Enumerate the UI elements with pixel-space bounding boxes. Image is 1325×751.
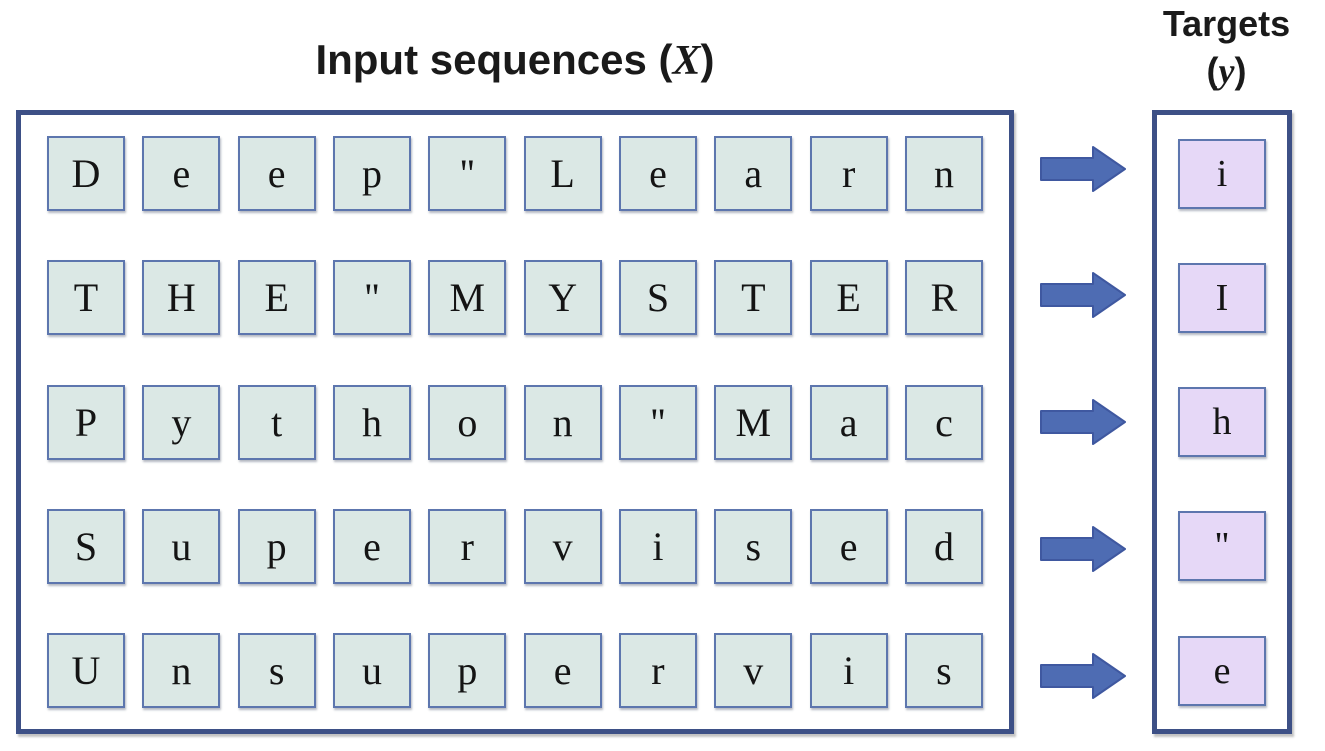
input-char-cell: h	[332, 384, 411, 460]
input-char-cell: c	[904, 384, 983, 460]
target-char-cell: i	[1178, 138, 1266, 209]
input-char-cell: R	[904, 260, 983, 336]
input-char-cell: y	[142, 384, 221, 460]
input-char-cell: P	[47, 384, 125, 460]
input-char-cell: e	[332, 508, 411, 584]
arrow-slot	[1014, 385, 1152, 460]
input-char-cell: E	[237, 260, 316, 336]
target-char-cell: e	[1178, 635, 1266, 706]
input-char-cell: n	[142, 633, 221, 708]
arrow-slot	[1014, 131, 1152, 206]
input-char-cell: u	[142, 508, 221, 584]
input-char-cell: S	[618, 260, 697, 336]
input-title-prefix: Input sequences (	[315, 36, 673, 83]
input-char-cell: t	[237, 384, 316, 460]
arrows-column	[1014, 110, 1152, 734]
right-arrow-icon	[1040, 399, 1126, 445]
input-char-cell: s	[237, 633, 316, 708]
targets-title-paren-open: (	[1206, 50, 1219, 91]
arrow-slot	[1014, 638, 1152, 713]
input-sequences-title: Input sequences (X)	[16, 36, 1014, 85]
input-char-cell: E	[809, 260, 888, 336]
input-title-suffix: )	[700, 36, 715, 83]
input-title-x-symbol: X	[672, 38, 701, 84]
input-char-cell: ''	[618, 384, 697, 460]
input-char-cell: a	[714, 136, 793, 211]
arrow-slot	[1014, 258, 1152, 333]
input-char-cell: M	[714, 384, 793, 460]
input-char-cell: v	[714, 633, 793, 708]
target-char-cell: ''	[1178, 511, 1266, 582]
input-char-cell: i	[809, 633, 888, 708]
input-char-cell: ''	[332, 260, 411, 336]
input-char-cell: S	[47, 508, 125, 584]
input-char-cell: T	[714, 260, 793, 336]
targets-title: Targets (y)	[1128, 0, 1325, 95]
input-char-cell: D	[47, 136, 125, 211]
target-char-cell: I	[1178, 262, 1266, 333]
targets-title-paren-close: )	[1234, 50, 1247, 91]
targets-title-y-symbol: y	[1218, 51, 1235, 91]
right-arrow-icon	[1040, 272, 1126, 319]
right-arrow-icon	[1040, 525, 1126, 572]
input-char-cell: r	[618, 633, 697, 708]
target-slot: e	[1178, 633, 1266, 708]
input-char-cell: ''	[428, 136, 507, 211]
right-arrow-icon	[1040, 652, 1126, 699]
input-char-cell: d	[904, 508, 983, 584]
input-char-cell: U	[47, 633, 125, 708]
input-char-cell: e	[618, 136, 697, 211]
targets-title-word: Targets	[1162, 3, 1291, 44]
input-char-cell: i	[618, 508, 697, 584]
input-char-cell: M	[428, 260, 507, 336]
input-char-cell: e	[237, 136, 316, 211]
input-char-cell: s	[714, 508, 793, 584]
target-slot: h	[1178, 385, 1266, 460]
input-char-cell: p	[332, 136, 411, 211]
input-char-cell: e	[142, 136, 221, 211]
target-slot: I	[1178, 260, 1266, 335]
right-arrow-icon	[1040, 145, 1126, 192]
input-char-cell: n	[523, 384, 602, 460]
input-char-cell: p	[428, 633, 507, 708]
input-char-cell: u	[332, 633, 411, 708]
input-char-cell: Y	[523, 260, 602, 336]
input-char-cell: e	[809, 508, 888, 584]
input-char-cell: n	[904, 136, 983, 211]
input-char-cell: a	[809, 384, 888, 460]
input-char-cell: v	[523, 508, 602, 584]
input-char-cell: T	[47, 260, 125, 336]
input-char-cell: o	[428, 384, 507, 460]
input-char-cell: r	[809, 136, 888, 211]
input-char-cell: s	[904, 633, 983, 708]
input-char-cell: H	[142, 260, 221, 336]
input-char-cell: r	[428, 508, 507, 584]
arrow-slot	[1014, 511, 1152, 586]
input-char-cell: p	[237, 508, 316, 584]
input-char-cell: L	[523, 136, 602, 211]
target-slot: i	[1178, 136, 1266, 211]
target-char-cell: h	[1178, 387, 1266, 457]
target-slot: ''	[1178, 509, 1266, 584]
input-char-cell: e	[523, 633, 602, 708]
